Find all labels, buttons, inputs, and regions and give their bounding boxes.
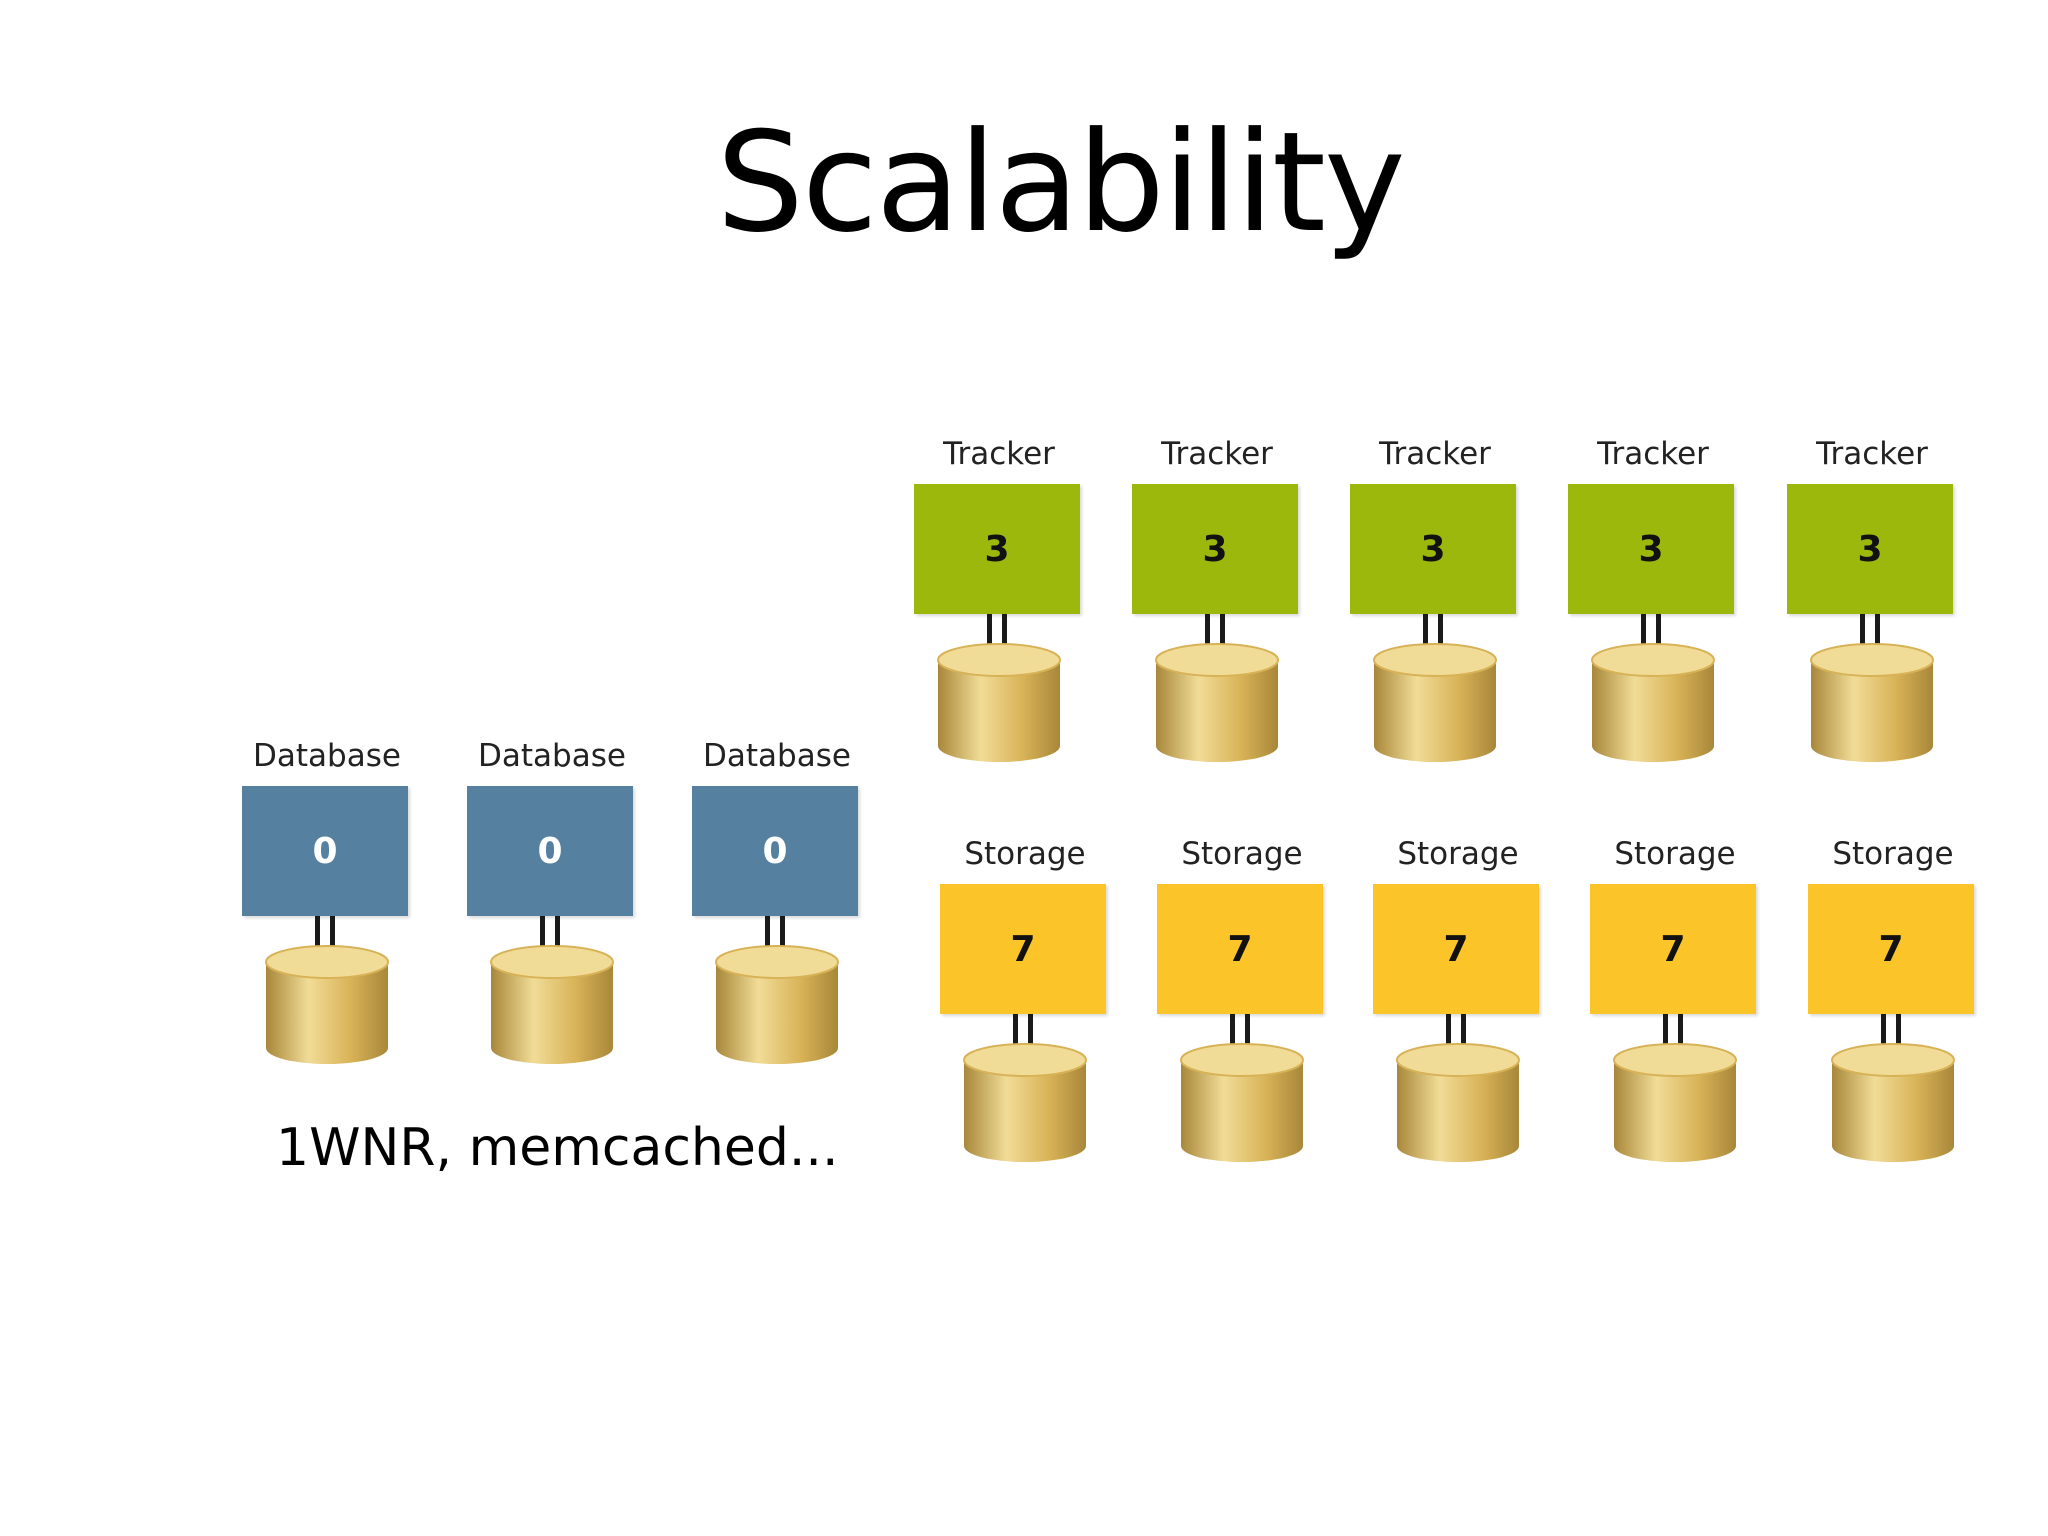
storage-node: Storage 7 <box>940 836 1110 1166</box>
storage-box: 7 <box>1808 884 1974 1014</box>
connector-icon <box>1881 1014 1901 1050</box>
connector-icon <box>540 916 560 952</box>
storage-label: Storage <box>1397 836 1519 872</box>
tracker-label: Tracker <box>1379 436 1491 472</box>
connector-icon <box>1013 1014 1033 1050</box>
tracker-label: Tracker <box>943 436 1055 472</box>
connector-icon <box>1230 1014 1250 1050</box>
disk-cylinder-icon <box>962 1042 1088 1166</box>
tracker-box: 3 <box>914 484 1080 614</box>
disk-cylinder-icon <box>936 642 1062 766</box>
tracker-box: 3 <box>1787 484 1953 614</box>
connector-icon <box>1860 614 1880 650</box>
database-box: 0 <box>692 786 858 916</box>
tracker-label: Tracker <box>1816 436 1928 472</box>
tracker-box: 3 <box>1350 484 1516 614</box>
storage-node: Storage 7 <box>1590 836 1760 1166</box>
caption-text: 1WNR, memcached... <box>276 1118 839 1178</box>
storage-box: 7 <box>940 884 1106 1014</box>
disk-cylinder-icon <box>714 944 840 1068</box>
tracker-label: Tracker <box>1161 436 1273 472</box>
storage-label: Storage <box>1181 836 1303 872</box>
connector-icon <box>987 614 1007 650</box>
database-box: 0 <box>467 786 633 916</box>
disk-cylinder-icon <box>489 944 615 1068</box>
connector-icon <box>1663 1014 1683 1050</box>
storage-node: Storage 7 <box>1808 836 1978 1166</box>
storage-label: Storage <box>1614 836 1736 872</box>
database-node: Database 0 <box>692 738 862 1068</box>
storage-node: Storage 7 <box>1157 836 1327 1166</box>
storage-node: Storage 7 <box>1373 836 1543 1166</box>
storage-box: 7 <box>1157 884 1323 1014</box>
connector-icon <box>1205 614 1225 650</box>
tracker-node: Tracker 3 <box>1350 436 1520 766</box>
disk-cylinder-icon <box>1809 642 1935 766</box>
disk-cylinder-icon <box>1372 642 1498 766</box>
database-label: Database <box>703 738 851 774</box>
storage-label: Storage <box>1832 836 1954 872</box>
connector-icon <box>1423 614 1443 650</box>
connector-icon <box>765 916 785 952</box>
disk-cylinder-icon <box>1395 1042 1521 1166</box>
slide-title: Scalability <box>716 102 1405 263</box>
disk-cylinder-icon <box>264 944 390 1068</box>
tracker-node: Tracker 3 <box>1568 436 1738 766</box>
storage-box: 7 <box>1373 884 1539 1014</box>
disk-cylinder-icon <box>1154 642 1280 766</box>
tracker-node: Tracker 3 <box>1132 436 1302 766</box>
tracker-box: 3 <box>1132 484 1298 614</box>
database-node: Database 0 <box>242 738 412 1068</box>
connector-icon <box>1641 614 1661 650</box>
disk-cylinder-icon <box>1590 642 1716 766</box>
disk-cylinder-icon <box>1612 1042 1738 1166</box>
disk-cylinder-icon <box>1830 1042 1956 1166</box>
connector-icon <box>1446 1014 1466 1050</box>
tracker-node: Tracker 3 <box>1787 436 1957 766</box>
tracker-label: Tracker <box>1597 436 1709 472</box>
connector-icon <box>315 916 335 952</box>
disk-cylinder-icon <box>1179 1042 1305 1166</box>
database-label: Database <box>253 738 401 774</box>
storage-label: Storage <box>964 836 1086 872</box>
tracker-node: Tracker 3 <box>914 436 1084 766</box>
database-box: 0 <box>242 786 408 916</box>
storage-box: 7 <box>1590 884 1756 1014</box>
database-node: Database 0 <box>467 738 637 1068</box>
database-label: Database <box>478 738 626 774</box>
tracker-box: 3 <box>1568 484 1734 614</box>
